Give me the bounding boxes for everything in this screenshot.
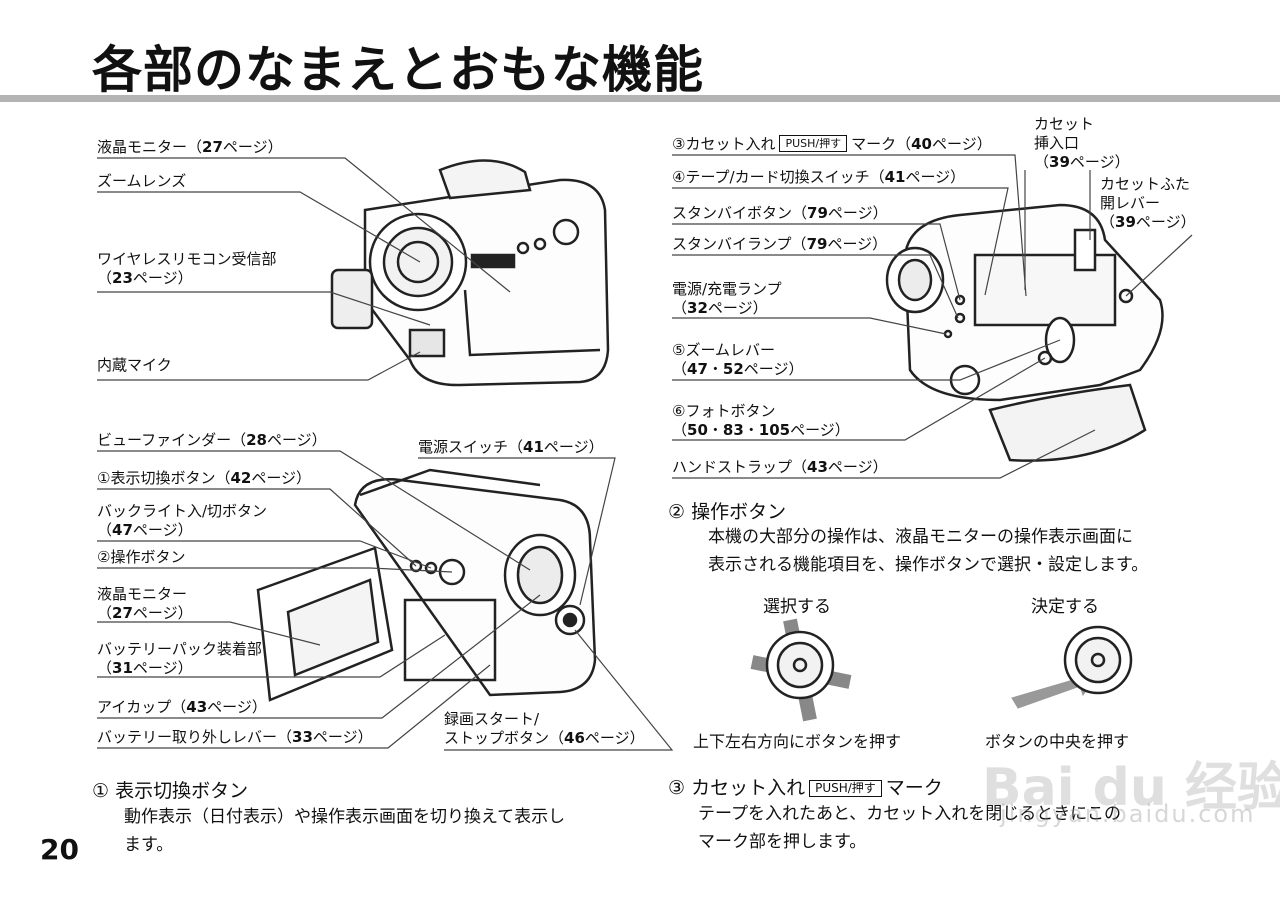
label-standby-lamp: スタンバイランプ（79ページ） — [672, 235, 888, 253]
display-button-text: 動作表示（日付表示）や操作表示画面を切り換えて表示します。 — [124, 807, 566, 855]
title-rule — [0, 95, 1280, 102]
label-zoom-lever: ⑤ズームレバー（47・52ページ） — [672, 341, 804, 378]
label-remote-sensor: ワイヤレスリモコン受信部（23ページ） — [97, 250, 277, 287]
label-lcd-monitor: 液晶モニター（27ページ） — [97, 138, 283, 156]
label-battery-mount: バッテリーパック装着部（31ページ） — [97, 640, 262, 677]
select-caption: 上下左右方向にボタンを押す — [693, 732, 902, 751]
label-mic: 内蔵マイク — [97, 356, 172, 374]
push-badge-2: PUSH/押す — [809, 780, 882, 797]
label-rec-button: 録画スタート/ストップボタン（46ページ） — [444, 710, 645, 747]
label-battery-release: バッテリー取り外しレバー（33ページ） — [97, 728, 373, 746]
label-eyecup: アイカップ（43ページ） — [97, 698, 267, 716]
camera-front-illustration — [330, 159, 610, 387]
camera-cassette-side-illustration — [885, 203, 1164, 462]
cassette-text: テープを入れたあと、カセット入れを閉じるときにこのマーク部を押します。 — [698, 804, 1121, 852]
label-backlight-button: バックライト入/切ボタン（47ページ） — [97, 502, 268, 539]
display-button-heading: ① 表示切換ボタン — [92, 780, 249, 802]
op-button-text: 本機の大部分の操作は、液晶モニターの操作表示画面に表示される機能項目を、操作ボタ… — [708, 527, 1149, 575]
label-zoom-lens: ズームレンズ — [97, 172, 187, 190]
label-viewfinder: ビューファインダー（28ページ） — [97, 431, 327, 449]
decide-label: 決定する — [1031, 597, 1099, 617]
label-standby-button: スタンバイボタン（79ページ） — [672, 204, 888, 222]
watermark-url: jingyan.baidu.com — [1000, 800, 1256, 828]
leader-lines — [97, 154, 1193, 751]
decide-caption: ボタンの中央を押す — [985, 732, 1130, 751]
op-button-heading: ② 操作ボタン — [668, 501, 787, 523]
label-photo-button: ⑥フォトボタン（50・83・105ページ） — [672, 402, 850, 439]
label-cassette-slot: カセット挿入口（39ページ） — [1034, 115, 1130, 171]
page-title: 各部のなまえとおもな機能 — [92, 41, 704, 99]
op-button-decide-illustration — [1011, 625, 1133, 709]
label-lcd-monitor-2: 液晶モニター（27ページ） — [97, 585, 193, 622]
label-cassette-lever: カセットふた開レバー（39ページ） — [1100, 175, 1196, 231]
push-badge: PUSH/押す — [779, 135, 848, 152]
op-button-select-illustration — [750, 618, 852, 722]
page-number: 20 — [40, 833, 79, 866]
label-display-button: ①表示切換ボタン（42ページ） — [97, 469, 312, 487]
label-hand-strap: ハンドストラップ（43ページ） — [672, 458, 888, 476]
label-power-lamp: 電源/充電ランプ（32ページ） — [672, 280, 782, 317]
select-label: 選択する — [763, 597, 831, 617]
camera-rear-illustration — [256, 468, 597, 702]
label-power-switch: 電源スイッチ（41ページ） — [418, 438, 604, 456]
label-op-button: ②操作ボタン — [97, 548, 186, 566]
label-tape-card-switch: ④テープ/カード切換スイッチ（41ページ） — [672, 168, 966, 186]
watermark-logo: Bai du 经验 — [982, 758, 1280, 818]
